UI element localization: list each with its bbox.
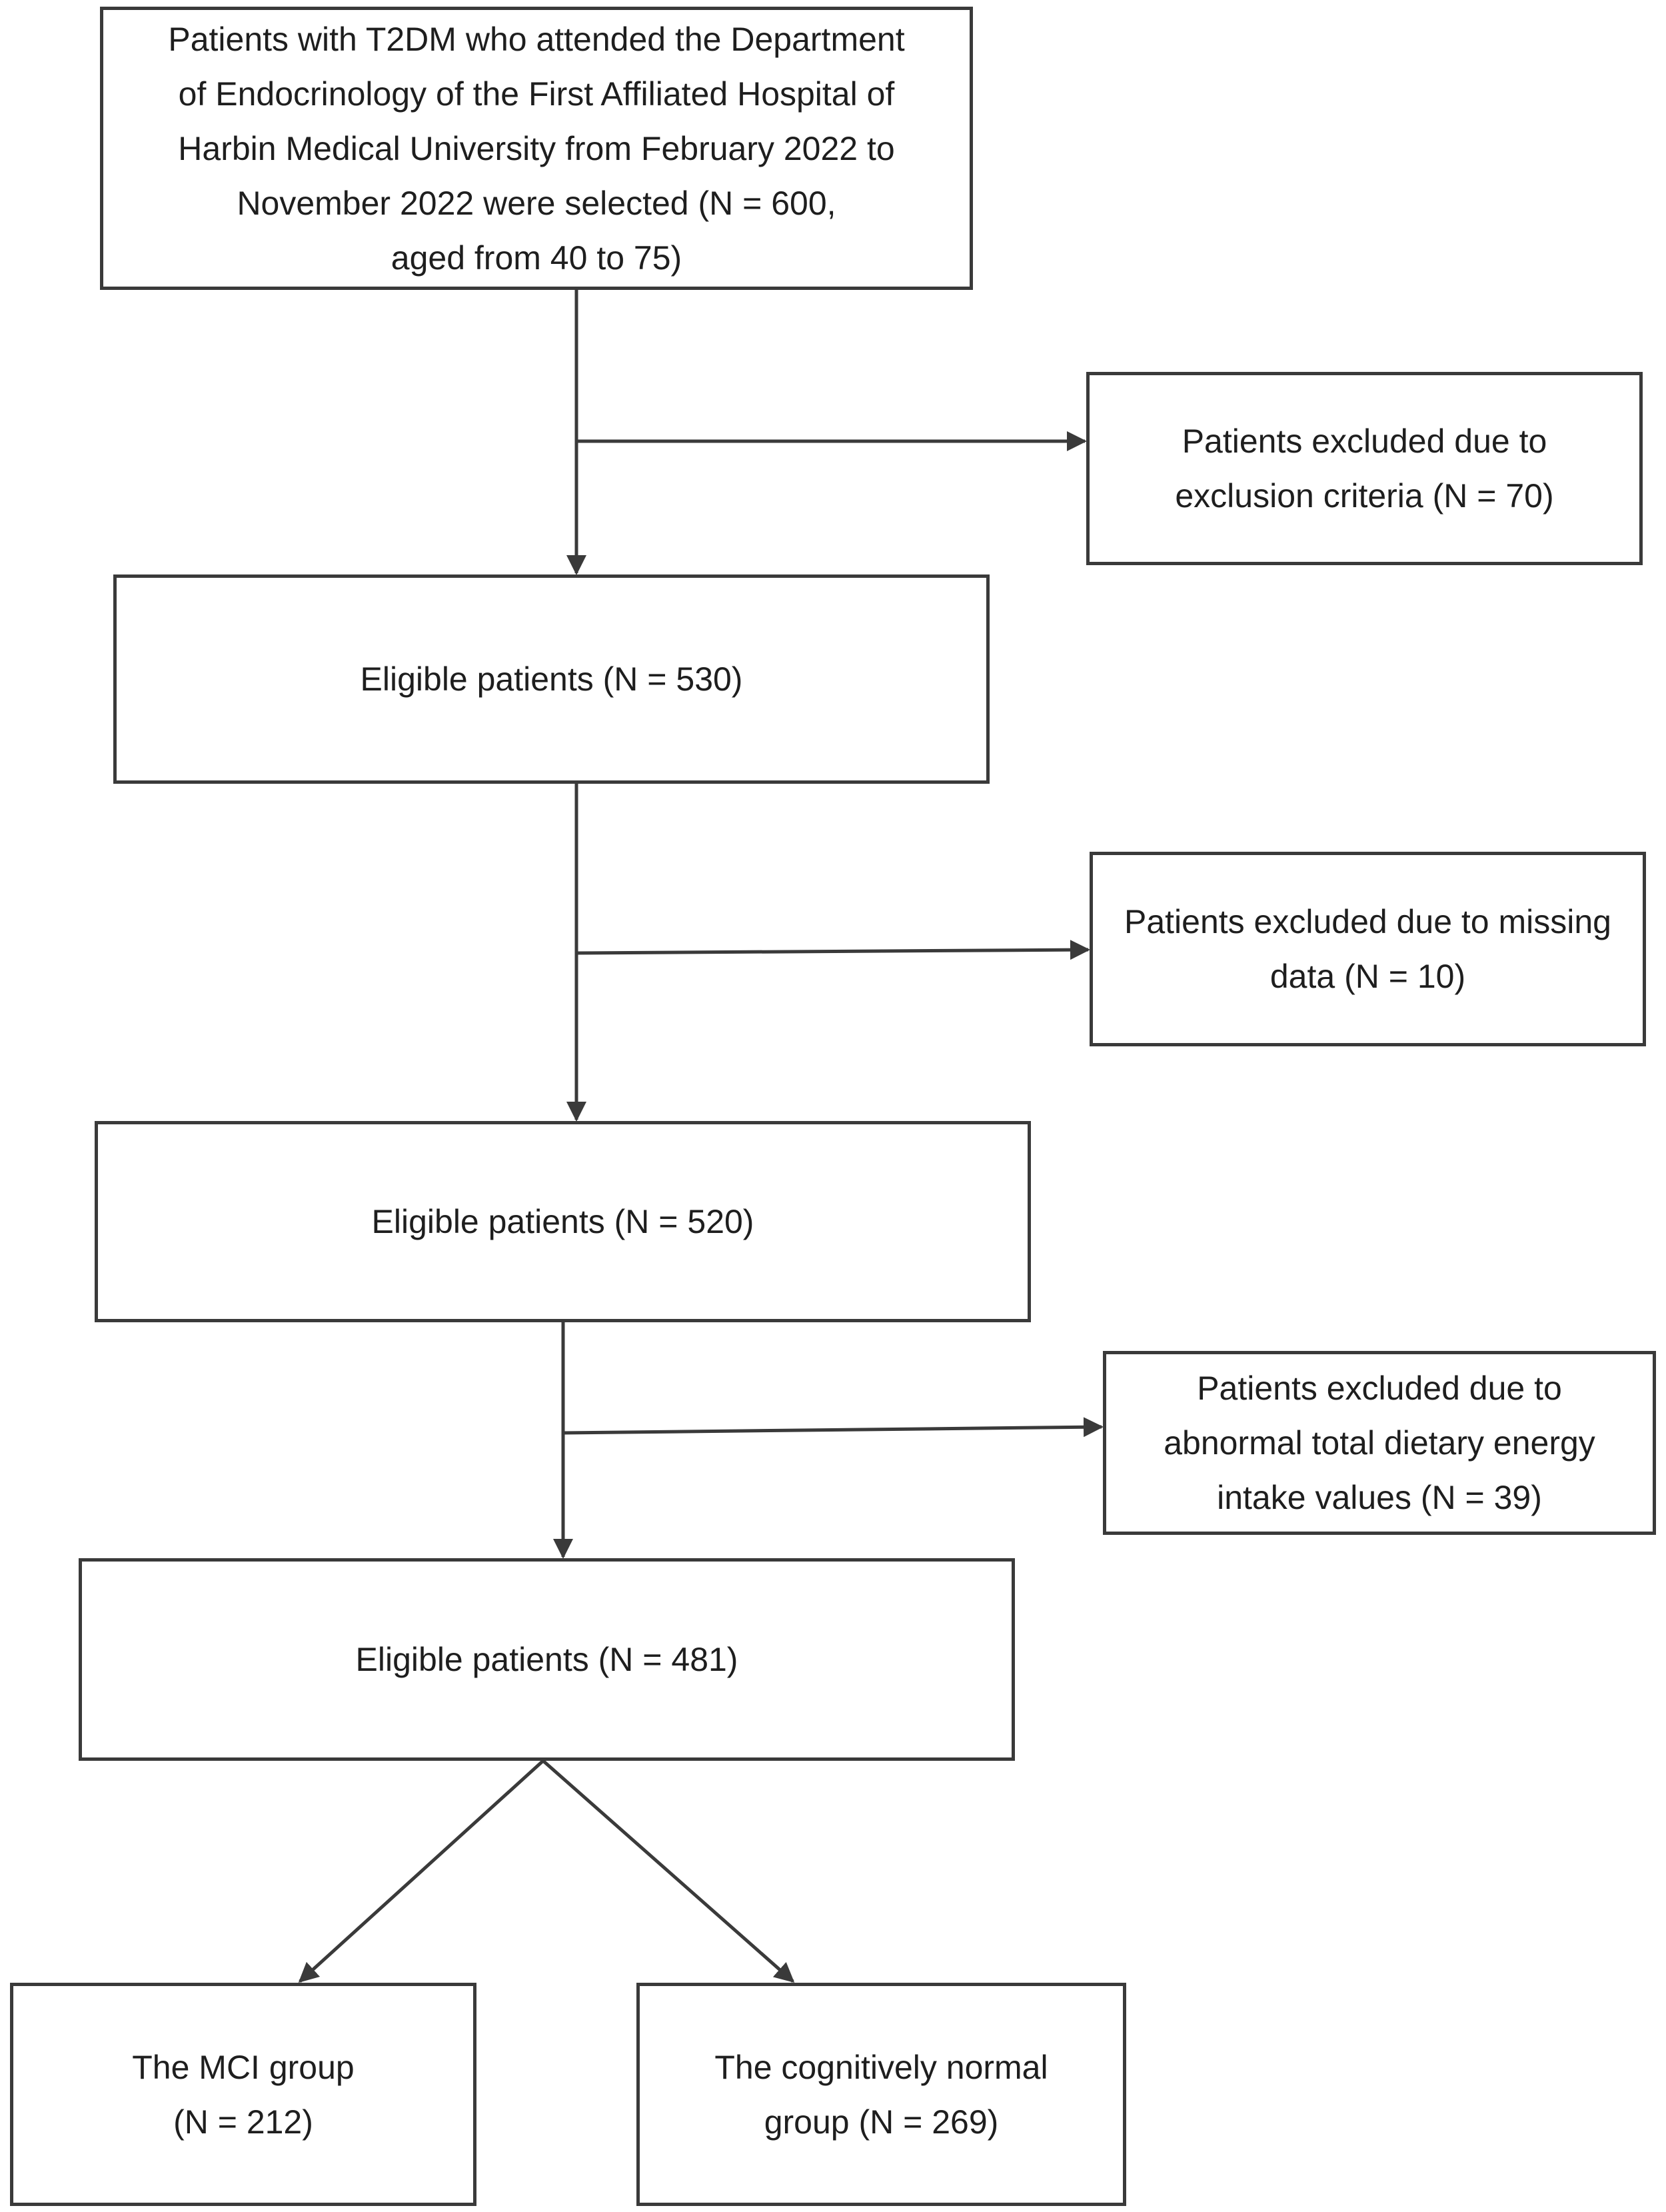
box-excluded-energy-intake: Patients excluded due to abnormal total … — [1103, 1351, 1656, 1535]
box-mci-group: The MCI group (N = 212) — [10, 1983, 476, 2206]
box-eligible-530: Eligible patients (N = 530) — [113, 574, 990, 784]
connector-branch-excluded-energy — [562, 1417, 1104, 1438]
box-cognitively-normal-group-text: The cognitively normal group (N = 269) — [714, 2048, 1048, 2141]
box-cognitively-normal-group: The cognitively normal group (N = 269) — [636, 1983, 1126, 2206]
connector-split-to-normal — [542, 1759, 795, 1983]
box-mci-group-text: The MCI group (N = 212) — [132, 2048, 355, 2141]
box-excluded-missing-data-text: Patients excluded due to missing data (N… — [1124, 903, 1611, 995]
box-eligible-520: Eligible patients (N = 520) — [95, 1121, 1031, 1322]
box-eligible-530-text: Eligible patients (N = 530) — [360, 660, 743, 698]
box-excluded-criteria: Patients excluded due to exclusion crite… — [1086, 372, 1643, 565]
box-eligible-520-text: Eligible patients (N = 520) — [371, 1203, 754, 1240]
connector-branch-excluded-missing — [576, 940, 1090, 960]
box-excluded-criteria-text: Patients excluded due to exclusion crite… — [1175, 423, 1554, 515]
box-initial-patients-text: Patients with T2DM who attended the Depa… — [168, 20, 905, 277]
box-eligible-481-text: Eligible patients (N = 481) — [355, 1641, 738, 1678]
box-excluded-missing-data: Patients excluded due to missing data (N… — [1090, 852, 1646, 1046]
box-eligible-481: Eligible patients (N = 481) — [79, 1558, 1015, 1761]
connector-split-to-mci — [298, 1759, 544, 1983]
box-excluded-energy-intake-text: Patients excluded due to abnormal total … — [1164, 1370, 1595, 1516]
box-initial-patients: Patients with T2DM who attended the Depa… — [100, 7, 973, 290]
